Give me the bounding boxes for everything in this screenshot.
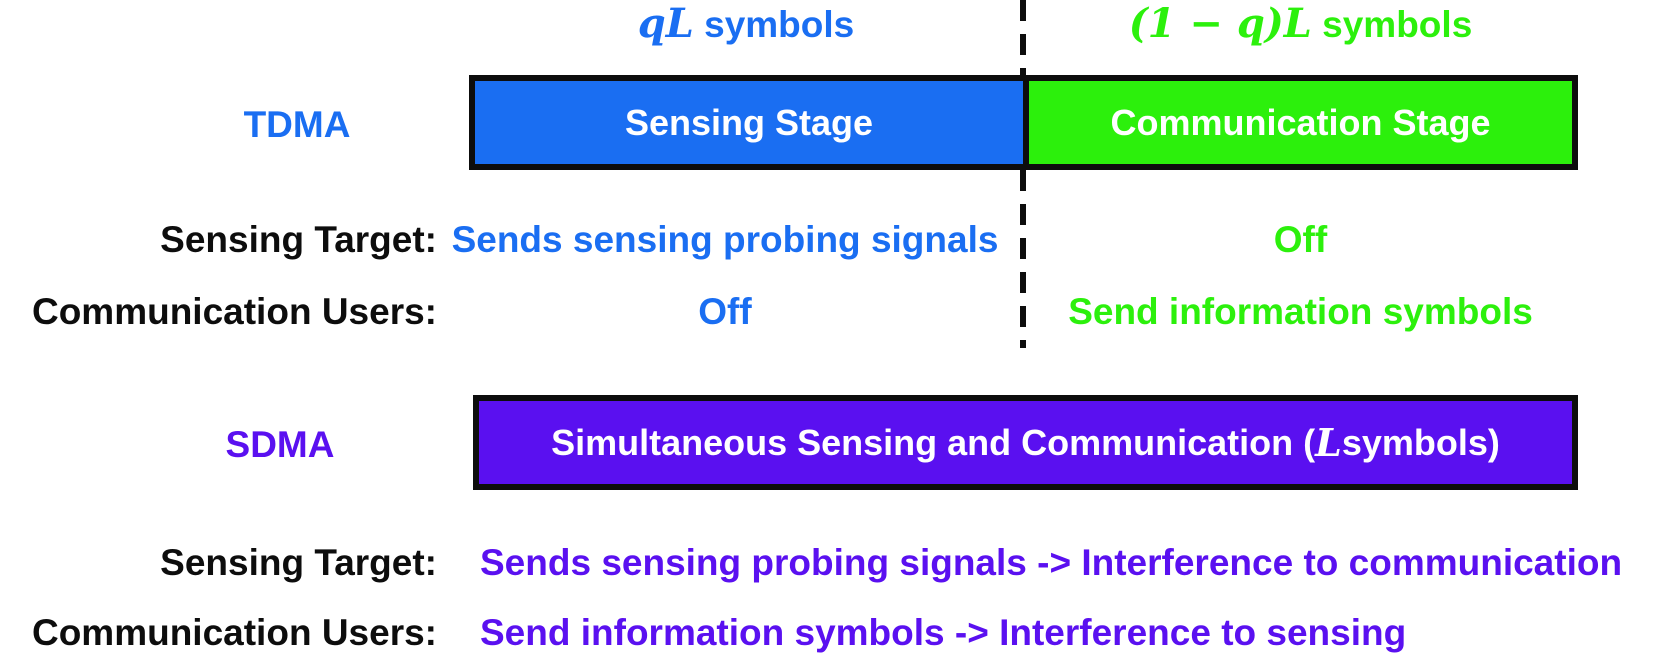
- l-math-term: L: [1315, 420, 1342, 465]
- tdma-sensing-target-communication-stage-value: Off: [1273, 219, 1328, 260]
- sdma-sensing-target-label: Sensing Target:: [160, 542, 437, 583]
- tdma-communication-users-communication-stage-value: Send information symbols: [1068, 291, 1533, 332]
- sensing-duration-header: qL symbols: [469, 2, 1023, 47]
- sdma-label: SDMA: [225, 424, 335, 465]
- sdma-sensing-target-value: Sends sensing probing signals -> Interfe…: [480, 542, 1623, 583]
- stage-divider-dashed-line: [1020, 0, 1026, 348]
- sdma-stage-bar: Simultaneous Sensing and Communication (…: [473, 395, 1578, 490]
- sdma-communication-users-label: Communication Users:: [31, 612, 437, 653]
- one-minus-q-math-term: (1 − q)L: [1128, 0, 1312, 47]
- sensing-stage-box: Sensing Stage: [475, 81, 1023, 164]
- tdma-label: TDMA: [243, 104, 351, 145]
- tdma-sensing-target-label: Sensing Target:: [160, 219, 437, 260]
- ql-math-term: qL: [637, 0, 694, 47]
- oneminusq-symbols-word: symbols: [1311, 4, 1473, 45]
- ql-symbols-word: symbols: [693, 4, 855, 45]
- sdma-box-text-before: Simultaneous Sensing and Communication (: [551, 421, 1316, 463]
- tdma-communication-users-label: Communication Users:: [31, 291, 437, 332]
- sdma-box-text-after: symbols): [1341, 421, 1500, 463]
- tdma-sensing-target-sensing-stage-value: Sends sensing probing signals: [451, 219, 999, 260]
- tdma-stage-bar: Sensing Stage Communication Stage: [469, 75, 1578, 170]
- communication-duration-header: (1 − q)L symbols: [1023, 2, 1578, 47]
- communication-stage-box: Communication Stage: [1023, 81, 1572, 164]
- sdma-communication-users-value: Send information symbols -> Interference…: [480, 612, 1407, 653]
- tdma-communication-users-sensing-stage-value: Off: [698, 291, 752, 332]
